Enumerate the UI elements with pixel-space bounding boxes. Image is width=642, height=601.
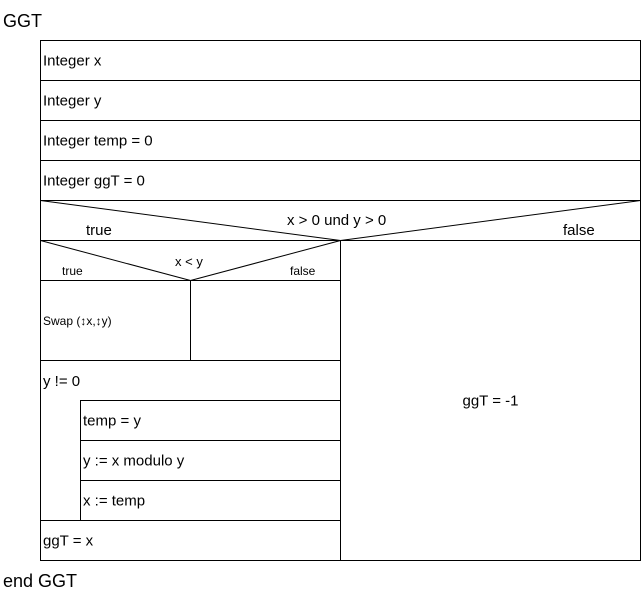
statement-text: ggT = x bbox=[43, 532, 94, 549]
statement-text: temp = y bbox=[83, 412, 141, 429]
outer-false-label: false bbox=[563, 222, 595, 239]
inner-true-label: true bbox=[62, 264, 83, 278]
declaration-text: Integer ggT = 0 bbox=[43, 172, 145, 189]
diagram-title: GGT bbox=[3, 11, 42, 31]
inner-condition-text: x < y bbox=[175, 254, 203, 269]
statement-text: y := x modulo y bbox=[83, 452, 185, 469]
declaration-text: Integer y bbox=[43, 92, 102, 109]
outer-true-label: true bbox=[86, 222, 112, 239]
inner-diagonal-left bbox=[40, 240, 191, 281]
diagram-end-label: end GGT bbox=[3, 571, 78, 591]
outer-diagonal-left bbox=[40, 200, 341, 241]
declaration-text: Integer x bbox=[43, 52, 102, 69]
false-branch: ggT = -1 bbox=[340, 240, 641, 561]
swap-text: Swap (↕x,↕y) bbox=[43, 313, 112, 328]
loop-condition: y != 0 bbox=[43, 373, 81, 390]
inner-diagonal-right bbox=[190, 240, 341, 281]
outer-diagonal-right bbox=[340, 200, 641, 241]
statement-text: x := temp bbox=[83, 492, 146, 509]
inner-false-label: false bbox=[290, 264, 316, 278]
outer-condition-text: x > 0 und y > 0 bbox=[287, 212, 387, 229]
declaration-text: Integer temp = 0 bbox=[43, 132, 153, 149]
false-branch-text: ggT = -1 bbox=[462, 392, 519, 409]
